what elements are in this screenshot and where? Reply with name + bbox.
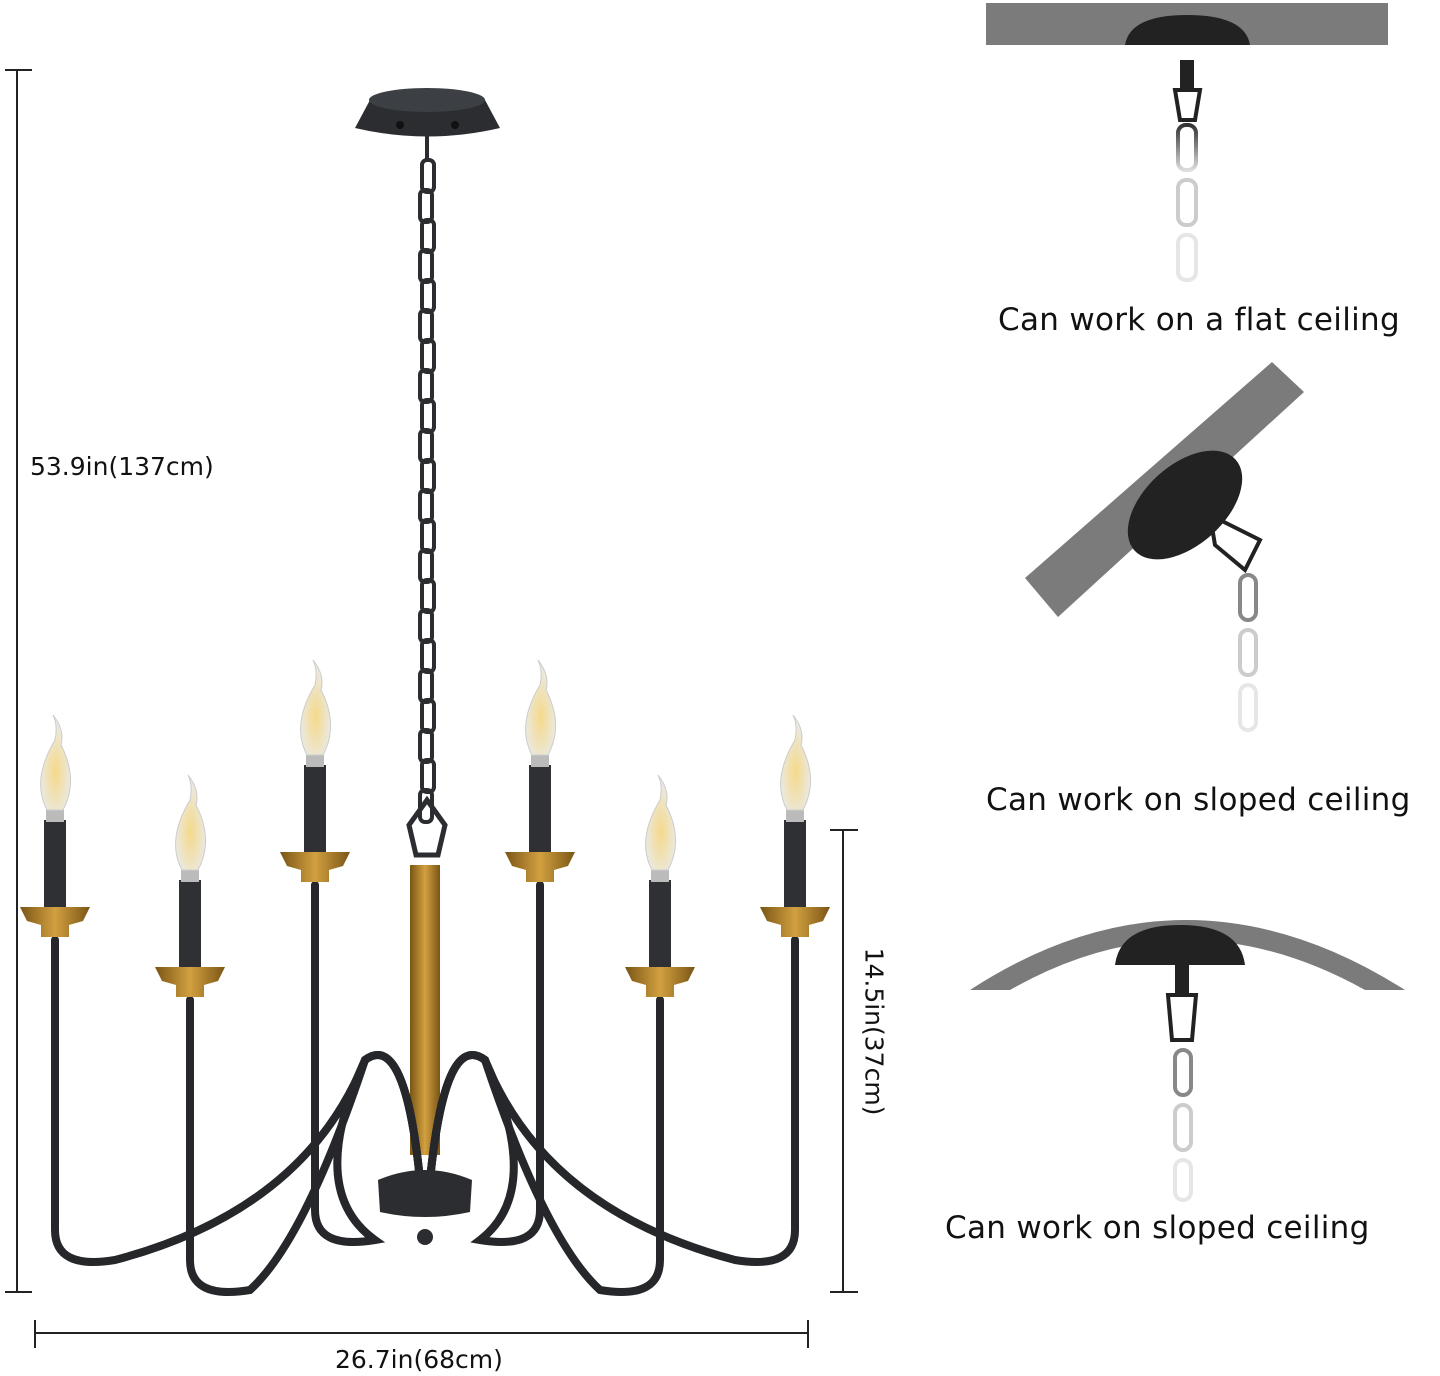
chain-link <box>418 368 434 404</box>
flame-bulb <box>780 714 812 811</box>
chain-link <box>420 158 436 194</box>
candle-sleeve <box>784 820 806 907</box>
flame-bulb <box>645 774 677 871</box>
arm <box>426 936 799 1266</box>
chain-link <box>418 428 434 464</box>
arm <box>186 996 424 1296</box>
flame-bulb <box>40 714 72 811</box>
chain-link <box>420 338 436 374</box>
bulb-base <box>46 810 64 822</box>
flame-bulb <box>525 659 557 756</box>
chain-link <box>418 188 434 224</box>
chain-link <box>420 698 436 734</box>
bobeche <box>625 967 695 997</box>
width-dimension-line <box>34 1320 809 1348</box>
candle-sleeve <box>179 880 201 967</box>
candle <box>280 659 350 882</box>
bobeche <box>280 852 350 882</box>
chain-link <box>420 578 436 614</box>
candle <box>760 714 830 937</box>
bulb-base <box>181 870 199 882</box>
chain-link <box>418 668 434 704</box>
chain-link <box>418 488 434 524</box>
width-label: 26.7in(68cm) <box>335 1345 503 1374</box>
candle-sleeve <box>44 820 66 907</box>
candle-sleeve <box>649 880 671 967</box>
chain-link <box>420 278 436 314</box>
chain-hook <box>406 795 448 858</box>
candle <box>505 659 575 882</box>
flat-ceiling-example <box>986 3 1388 282</box>
chain-link <box>420 218 436 254</box>
chain-link <box>418 548 434 584</box>
chain-links <box>418 158 436 824</box>
curved-ceiling-example <box>970 920 1405 1202</box>
candle-sleeve <box>304 765 326 852</box>
bobeche <box>20 907 90 937</box>
height-dimension-line <box>5 69 32 1293</box>
chain-link <box>418 308 434 344</box>
bulb-base <box>786 810 804 822</box>
bobeche <box>505 852 575 882</box>
arm <box>51 936 424 1266</box>
chain-link <box>420 458 436 494</box>
body-height-dimension-line <box>830 829 858 1293</box>
total-height-label: 53.9in(137cm) <box>30 452 214 481</box>
bobeche <box>760 907 830 937</box>
sloped-ceiling-example <box>1025 362 1304 732</box>
candle <box>155 774 225 997</box>
chain-link <box>420 398 436 434</box>
candle <box>20 714 90 937</box>
bulb-base <box>651 870 669 882</box>
chain-link <box>420 758 436 794</box>
bobeche <box>155 967 225 997</box>
chain-link <box>420 518 436 554</box>
center-rod <box>410 865 440 1155</box>
caption-sloped-ceiling: Can work on sloped ceiling <box>986 782 1411 818</box>
candle-sleeve <box>529 765 551 852</box>
flame-bulb <box>300 659 332 756</box>
caption-curved-ceiling: Can work on sloped ceiling <box>945 1210 1370 1246</box>
caption-flat-ceiling: Can work on a flat ceiling <box>998 302 1400 338</box>
arm <box>426 996 664 1296</box>
chain-link <box>420 638 436 674</box>
bulb-base <box>531 755 549 767</box>
chain-link <box>418 248 434 284</box>
chain-link <box>418 728 434 764</box>
body-height-label: 14.5in(37cm) <box>859 947 889 1116</box>
chain-link <box>418 608 434 644</box>
arm <box>311 881 424 1246</box>
bulb-base <box>306 755 324 767</box>
flame-bulb <box>175 774 207 871</box>
candles <box>20 659 830 997</box>
candle <box>625 774 695 997</box>
arms <box>51 881 799 1296</box>
bottom-cup <box>378 1170 472 1245</box>
ceiling-canopy <box>355 88 500 137</box>
